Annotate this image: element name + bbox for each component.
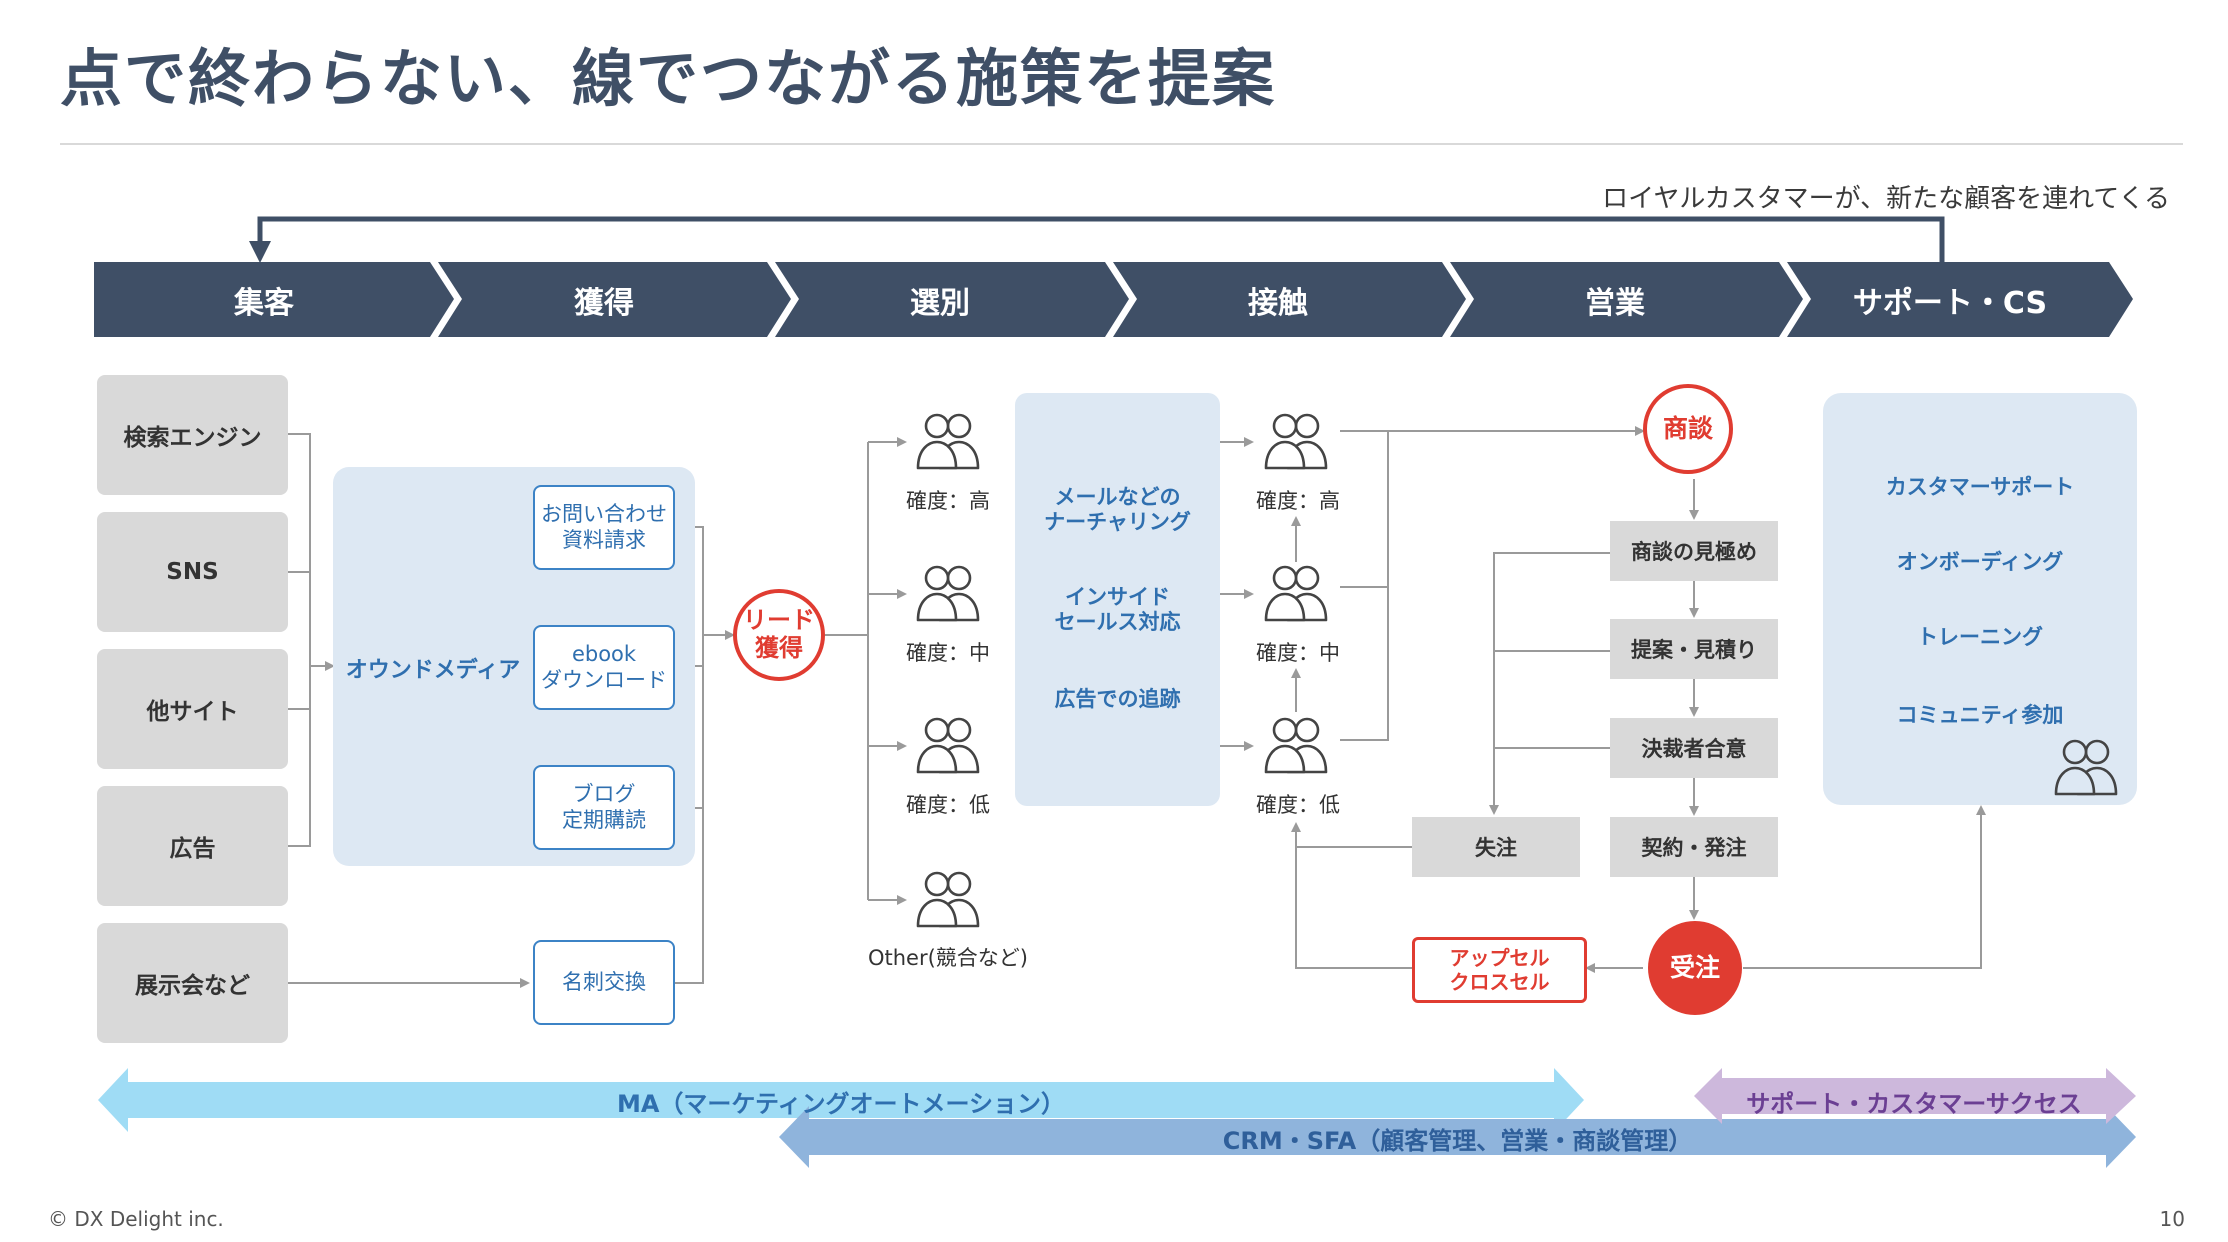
stage-segment-6 [1787, 262, 2133, 337]
owned-media-item: ブログ 定期購読 [533, 765, 675, 850]
business-card-box: 名刺交換 [533, 940, 675, 1025]
scope-bands [98, 1068, 2136, 1168]
stage-label: サポート・CS [1852, 286, 2048, 321]
people-icon [1264, 565, 1328, 622]
title-divider [60, 143, 2183, 145]
lost-box: 失注 [1412, 817, 1580, 877]
stage-label: 獲得 [574, 286, 634, 321]
loop-caption: ロイヤルカスタマーが、新たな顧客を連れてくる [1602, 184, 2170, 214]
segment-label: 確度：中 [906, 641, 990, 665]
people-icon [1264, 413, 1328, 470]
owned-media-item: お問い合わせ 資料請求 [533, 485, 675, 570]
nurturing-panel [1015, 393, 1220, 806]
support-band-label: サポート・カスタマーサクセス [1746, 1090, 2082, 1118]
stage-segment-4 [1113, 262, 1466, 337]
owned-media-label: オウンドメディア [345, 658, 521, 683]
people-icon [916, 413, 980, 470]
source-box: 検索エンジン [97, 375, 288, 495]
lead-circle: リード 獲得 [733, 589, 825, 681]
deal-circle: 商談 [1643, 384, 1733, 474]
source-box: 広告 [97, 786, 288, 906]
support-panel [1823, 393, 2137, 805]
ma-band-label: MA（マーケティングオートメーション） [616, 1090, 1066, 1118]
segment-label: 確度：低 [906, 793, 990, 817]
crm-band [779, 1106, 2136, 1168]
nurturing-item: インサイド セールス対応 [1054, 585, 1181, 635]
stage-label: 営業 [1585, 286, 1645, 321]
stage-segment-2 [438, 262, 791, 337]
support-band [1694, 1068, 2136, 1124]
stage-segment-3 [775, 262, 1129, 337]
support-item: オンボーディング [1896, 550, 2064, 574]
page-number: 10 [2159, 1207, 2185, 1231]
sales-step: 商談の見極め [1610, 521, 1778, 581]
contact-segment-label: 確度：中 [1256, 641, 1340, 665]
stage-label: 選別 [910, 286, 970, 321]
ma-band [98, 1068, 1584, 1132]
people-icon [2054, 739, 2118, 796]
contact-segment-label: 確度：低 [1256, 793, 1340, 817]
stage-segment-5 [1450, 262, 1803, 337]
stage-segments [94, 262, 2133, 337]
nurturing-item: メールなどの ナーチャリング [1044, 485, 1191, 535]
order-circle: 受注 [1648, 921, 1742, 1015]
copyright: © DX Delight inc. [48, 1207, 224, 1231]
source-box: 展示会など [97, 923, 288, 1043]
owned-media-item: ebook ダウンロード [533, 625, 675, 710]
sales-step: 決裁者合意 [1610, 718, 1778, 778]
sales-step: 契約・発注 [1610, 817, 1778, 877]
stage-label: 接触 [1248, 286, 1308, 321]
stage-bar [94, 262, 2133, 337]
contact-segment-label: 確度：高 [1256, 489, 1340, 513]
people-icon [916, 565, 980, 622]
segment-label: Other(競合など) [867, 946, 1028, 970]
sales-step: 提案・見積り [1610, 619, 1778, 679]
source-box: SNS [97, 512, 288, 632]
people-icon [916, 717, 980, 774]
support-item: トレーニング [1917, 625, 2043, 649]
nurturing-item: 広告での追跡 [1054, 687, 1181, 711]
stage-label: 集客 [234, 286, 294, 321]
people-icon [916, 871, 980, 928]
people-icon [1264, 717, 1328, 774]
support-item: カスタマーサポート [1885, 475, 2075, 499]
source-box: 他サイト [97, 649, 288, 769]
page-title: 点で終わらない、線でつながる施策を提案 [60, 42, 1277, 115]
upsell-box: アップセル クロスセル [1412, 937, 1587, 1003]
stage-segment-1 [94, 262, 454, 337]
segment-label: 確度：高 [906, 489, 990, 513]
loop-arrow [249, 216, 1945, 263]
crm-band-label: CRM・SFA（顧客管理、営業・商談管理） [1222, 1127, 1693, 1155]
support-item: コミュニティ参加 [1896, 703, 2064, 727]
